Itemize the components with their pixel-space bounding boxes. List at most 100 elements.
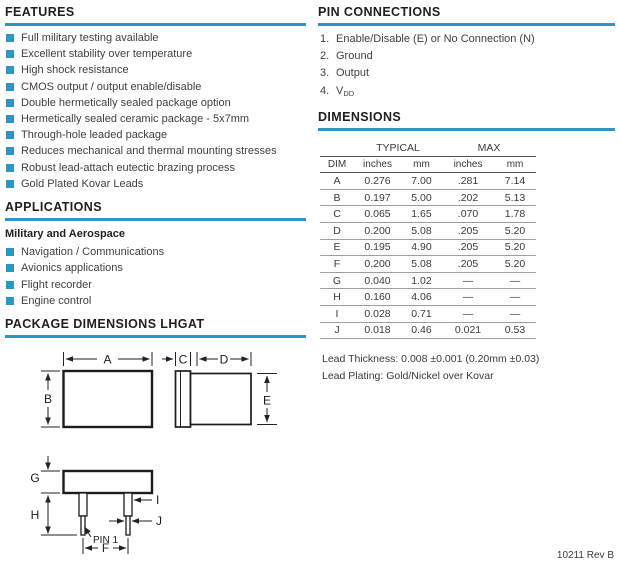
- dim-label-a: A: [103, 353, 111, 367]
- package-dimensions-title: PACKAGE DIMENSIONS LHGAT: [5, 317, 306, 339]
- table-cell: mm: [494, 156, 537, 174]
- feature-item: Hermetically sealed ceramic package - 5x…: [5, 113, 306, 126]
- dim-b-arrow: B: [41, 370, 60, 428]
- feature-item: Full military testing available: [5, 32, 306, 45]
- table-cell: C: [320, 205, 354, 223]
- feature-text: Robust lead-attach eutectic brazing proc…: [21, 161, 236, 174]
- table-row: I 0.028 0.71 — —: [320, 305, 537, 323]
- table-cell: 1.65: [401, 205, 443, 223]
- dim-label-e: E: [263, 394, 271, 408]
- pin-item: 1. Enable/Disable (E) or No Connection (…: [320, 33, 615, 46]
- feature-item: Excellent stability over temperature: [5, 48, 306, 61]
- table-cell: .205: [442, 255, 495, 273]
- bullet-square-icon: [6, 98, 14, 107]
- application-text: Flight recorder: [21, 278, 92, 291]
- feature-item: CMOS output / output enable/disable: [5, 81, 306, 94]
- application-item: Avionics applications: [5, 262, 306, 275]
- pin1-label: PIN 1: [93, 535, 118, 546]
- lead-thickness-note: Lead Thickness: 0.008 ±0.001 (0.20mm ±0.…: [322, 353, 540, 366]
- dim-g-arrow: G: [30, 456, 60, 494]
- table-cell: 5.08: [401, 255, 443, 273]
- table-cell: .205: [442, 222, 495, 240]
- application-text: Engine control: [21, 294, 92, 307]
- table-cell: 0.065: [354, 205, 401, 223]
- pin1-callout: PIN 1: [84, 527, 118, 546]
- table-cell: 5.00: [401, 189, 443, 207]
- table-cell: 0.46: [401, 322, 443, 340]
- application-item: Engine control: [5, 295, 306, 308]
- table-cell: D: [320, 222, 354, 240]
- table-row: A 0.276 7.00 .281 7.14: [320, 172, 537, 190]
- table-cell: 5.20: [494, 239, 537, 257]
- bullet-square-icon: [6, 66, 14, 75]
- application-item: Navigation / Communications: [5, 246, 306, 259]
- bullet-square-icon: [6, 296, 14, 305]
- feature-text: Hermetically sealed ceramic package - 5x…: [21, 112, 250, 125]
- typical-group-header: TYPICAL: [354, 139, 443, 158]
- feature-text: Full military testing available: [21, 32, 159, 44]
- bullet-square-icon: [6, 34, 14, 42]
- dim-label-d: D: [220, 353, 229, 367]
- pin-text: Enable/Disable (E) or No Connection (N): [336, 33, 535, 45]
- table-cell: I: [320, 305, 354, 323]
- dimensions-table: TYPICAL MAX DIM inches mm inches mm A 0.…: [320, 139, 537, 340]
- table-cell: [320, 139, 354, 158]
- pin-text: VDD: [336, 85, 354, 101]
- dim-label-b: B: [44, 392, 52, 406]
- table-cell: —: [494, 272, 537, 290]
- applications-subtitle: Military and Aerospace: [5, 228, 126, 241]
- table-group-header-row: TYPICAL MAX: [320, 139, 537, 158]
- pin-connections-title: PIN CONNECTIONS: [318, 5, 615, 26]
- application-item: Flight recorder: [5, 279, 306, 292]
- table-cell: 1.78: [494, 205, 537, 223]
- package-top-view: [62, 370, 154, 429]
- table-cell: 0.200: [354, 255, 401, 273]
- left-column: FEATURES Full military testing available…: [5, 5, 306, 561]
- table-cell: H: [320, 288, 354, 306]
- feature-text: Gold Plated Kovar Leads: [21, 177, 144, 190]
- table-cell: F: [320, 255, 354, 273]
- table-cell: 0.195: [354, 239, 401, 257]
- dim-d-arrow: D: [196, 352, 252, 367]
- bullet-square-icon: [6, 82, 14, 91]
- pin-connections-list: 1. Enable/Disable (E) or No Connection (…: [320, 33, 615, 100]
- features-list: Full military testing available Excellen…: [5, 32, 306, 190]
- applications-title: APPLICATIONS: [5, 200, 306, 222]
- dim-i-arrow: I: [133, 493, 159, 507]
- bullet-square-icon: [6, 264, 14, 273]
- dim-label-j: J: [156, 514, 162, 528]
- dim-h-arrow: H: [31, 495, 77, 536]
- package-front-view: [62, 470, 154, 537]
- max-group-header: MAX: [442, 139, 537, 158]
- table-cell: 0.71: [401, 305, 443, 323]
- table-row: H 0.160 4.06 — —: [320, 288, 537, 306]
- pin4-subscript: DD: [343, 88, 355, 98]
- dim-label-h: H: [31, 508, 40, 522]
- table-cell: .281: [442, 172, 495, 190]
- pin-item: 3. Output: [320, 67, 615, 80]
- bullet-square-icon: [6, 179, 14, 188]
- application-text: Avionics applications: [21, 262, 123, 275]
- table-cell: DIM: [320, 156, 354, 174]
- pin-number: 2.: [320, 50, 330, 63]
- table-row: J 0.018 0.46 0.021 0.53: [320, 322, 537, 340]
- table-cell: 0.276: [354, 172, 401, 190]
- lead-plating-note: Lead Plating: Gold/Nickel over Kovar: [322, 369, 494, 382]
- feature-item: Reduces mechanical and thermal mounting …: [5, 145, 306, 158]
- table-cell: 5.20: [494, 255, 537, 273]
- feature-text: CMOS output / output enable/disable: [21, 80, 202, 93]
- table-cell: 0.160: [354, 288, 401, 306]
- pin-number: 1.: [320, 33, 330, 45]
- dim-label-i: I: [156, 493, 159, 507]
- dim-label-f: F: [102, 541, 109, 555]
- table-cell: 0.018: [354, 322, 401, 340]
- table-cell: mm: [401, 156, 443, 174]
- bullet-square-icon: [6, 114, 14, 123]
- table-row: F 0.200 5.08 .205 5.20: [320, 255, 537, 273]
- table-cell: B: [320, 189, 354, 207]
- table-cell: 0.040: [354, 272, 401, 290]
- table-cell: .202: [442, 189, 495, 207]
- feature-text: Through-hole leaded package: [21, 129, 168, 142]
- pin-item: 2. Ground: [320, 50, 615, 63]
- table-cell: .070: [442, 205, 495, 223]
